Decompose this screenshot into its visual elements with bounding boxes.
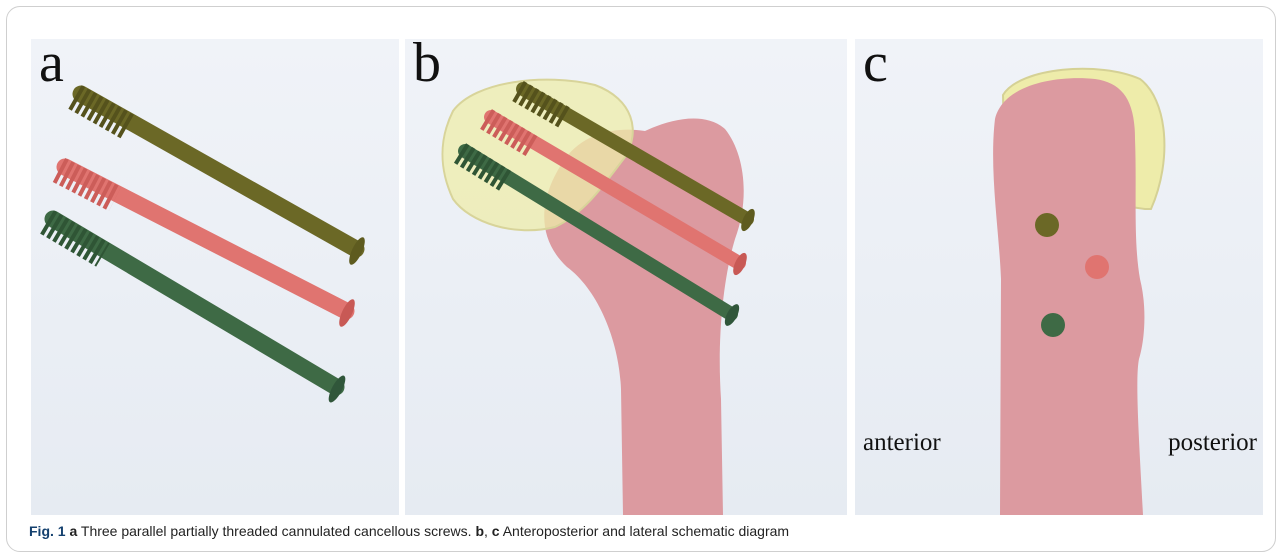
figure-label: Fig. 1 (29, 523, 66, 539)
caption-separator: , (484, 523, 492, 539)
screws-illustration (31, 39, 399, 515)
figure-frame: a b (6, 6, 1276, 552)
screw-hole-red (1085, 255, 1109, 279)
femur-bone (993, 78, 1144, 515)
femur-ap-illustration (405, 39, 847, 515)
figure-caption: Fig. 1 a Three parallel partially thread… (29, 523, 789, 539)
screw-hole-olive (1035, 213, 1059, 237)
anterior-label: anterior (863, 429, 941, 457)
panel-a: a (31, 39, 399, 515)
panel-c: c anterior posterior (855, 39, 1263, 515)
screw-green (47, 219, 348, 405)
panel-c-letter: c (863, 39, 888, 91)
caption-text-a: Three parallel partially threaded cannul… (77, 523, 475, 539)
caption-letter-c: c (492, 523, 500, 539)
caption-text-bc: Anteroposterior and lateral schematic di… (500, 523, 789, 539)
screw-hole-green (1041, 313, 1065, 337)
panel-b: b (405, 39, 847, 515)
posterior-label: posterior (1168, 429, 1257, 457)
panel-a-letter: a (39, 39, 64, 91)
panel-b-letter: b (413, 39, 441, 91)
caption-letter-b: b (475, 523, 484, 539)
